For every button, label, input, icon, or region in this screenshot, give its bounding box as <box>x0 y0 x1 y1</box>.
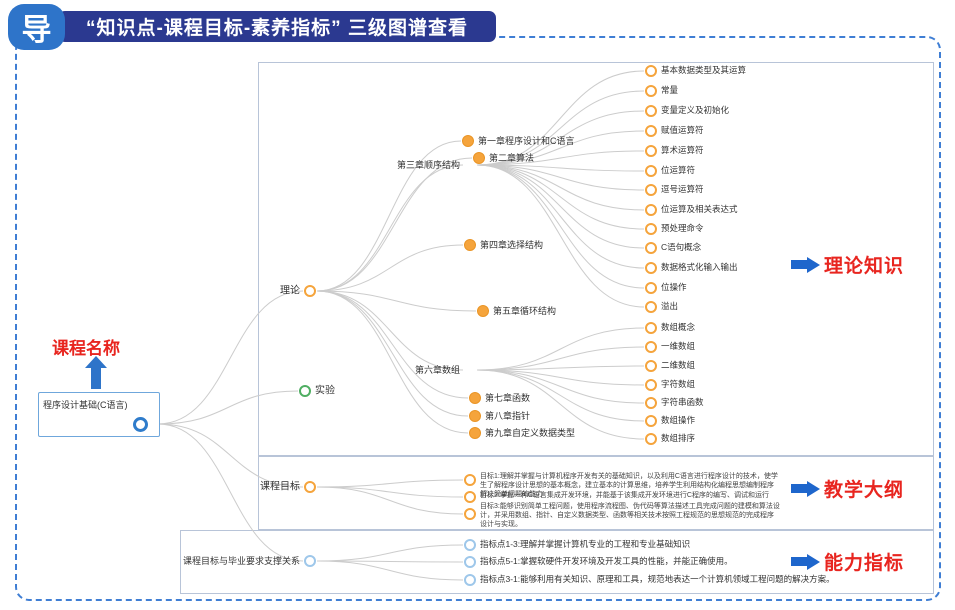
node-dot-g1[interactable] <box>464 474 476 486</box>
root-node[interactable]: 程序设计基础(C语言) <box>38 392 160 437</box>
node-dot-ch9[interactable] <box>469 427 481 439</box>
node-dot-l13[interactable] <box>645 301 657 313</box>
up-arrow-shaft <box>91 367 101 389</box>
root-node-dot[interactable] <box>133 417 148 432</box>
node-dot-support[interactable] <box>304 555 316 567</box>
guide-badge-label: 导 <box>21 14 52 47</box>
node-dot-l4[interactable] <box>645 125 657 137</box>
node-label-ch2[interactable]: 第二章算法 <box>489 152 535 163</box>
node-label-l19[interactable]: 数组操作 <box>661 415 696 426</box>
node-dot-goals[interactable] <box>304 481 316 493</box>
node-dot-g2[interactable] <box>464 491 476 503</box>
knowledge-group-box <box>258 62 934 456</box>
node-label-theory[interactable]: 理论 <box>280 285 300 297</box>
node-label-i1[interactable]: 指标点1-3:理解并掌握计算机专业的工程和专业基础知识 <box>480 539 691 550</box>
node-dot-l10[interactable] <box>645 242 657 254</box>
right-arrow-icon <box>791 256 820 273</box>
node-label-ch6[interactable]: 第六章数组 <box>414 364 460 375</box>
node-dot-i1[interactable] <box>464 539 476 551</box>
node-dot-l20[interactable] <box>645 433 657 445</box>
node-dot-l8[interactable] <box>645 204 657 216</box>
node-label-g1[interactable]: 目标1:理解并掌握与计算机程序开发有关的基础知识，以及利用C语言进行程序设计的技… <box>480 473 778 499</box>
page-title-text: “知识点-课程目标-素养指标” 三级图谱查看 <box>86 18 468 39</box>
node-label-ch8[interactable]: 第八章指针 <box>485 410 531 421</box>
node-label-l6[interactable]: 位运算符 <box>661 165 696 176</box>
node-label-ch9[interactable]: 第九章自定义数据类型 <box>485 427 576 438</box>
annotation-label: 能力指标 <box>824 553 905 574</box>
node-label-l11[interactable]: 数据格式化输入输出 <box>661 262 738 273</box>
node-label-ch4[interactable]: 第四章选择结构 <box>480 239 544 250</box>
up-arrow-head <box>85 356 107 368</box>
node-label-ch5[interactable]: 第五章循环结构 <box>493 305 557 316</box>
node-label-l1[interactable]: 基本数据类型及其运算 <box>661 65 747 76</box>
node-dot-ch7[interactable] <box>469 392 481 404</box>
node-label-l4[interactable]: 赋值运算符 <box>661 125 704 136</box>
node-dot-l11[interactable] <box>645 262 657 274</box>
node-label-l20[interactable]: 数组排序 <box>661 433 696 444</box>
node-dot-ch2[interactable] <box>473 152 485 164</box>
node-label-i3[interactable]: 指标点3-1:能够利用有关知识、原理和工具，规范地表达一个计算机领域工程问题的解… <box>480 574 835 585</box>
node-label-l8[interactable]: 位运算及相关表达式 <box>661 204 738 215</box>
right-arrow-icon <box>791 553 820 570</box>
node-dot-g3[interactable] <box>464 508 476 520</box>
node-dot-l12[interactable] <box>645 282 657 294</box>
node-dot-l9[interactable] <box>645 223 657 235</box>
node-dot-l1[interactable] <box>645 65 657 77</box>
node-dot-ch1[interactable] <box>462 135 474 147</box>
right-arrow-icon <box>791 480 820 497</box>
support-relation-group-box <box>180 530 934 594</box>
guide-badge: 导 <box>8 4 65 50</box>
page-title: “知识点-课程目标-素养指标” 三级图谱查看 <box>58 11 496 42</box>
node-dot-l5[interactable] <box>645 145 657 157</box>
node-label-l14[interactable]: 数组概念 <box>661 322 696 333</box>
node-dot-i3[interactable] <box>464 574 476 586</box>
node-dot-l14[interactable] <box>645 322 657 334</box>
node-label-l3[interactable]: 变量定义及初始化 <box>661 105 730 116</box>
annotation-label: 教学大纲 <box>824 480 905 501</box>
node-dot-l7[interactable] <box>645 184 657 196</box>
node-label-g2[interactable]: 目标2:掌握一种C语言集成开发环境，并能基于该集成开发环境进行C程序的编写、调试… <box>480 492 769 499</box>
up-arrow-icon <box>85 356 107 389</box>
node-dot-theory[interactable] <box>304 285 316 297</box>
node-label-ch3[interactable]: 第三章顺序结构 <box>396 159 460 170</box>
annotation-ability-indicators: 能力指标 <box>791 548 904 575</box>
annotation-label: 理论知识 <box>824 256 905 277</box>
node-dot-l15[interactable] <box>645 341 657 353</box>
node-dot-l17[interactable] <box>645 379 657 391</box>
course-name-label: 课程名称 <box>52 339 120 358</box>
node-dot-ch5[interactable] <box>477 305 489 317</box>
node-label-goals[interactable]: 课程目标 <box>260 481 300 493</box>
node-label-l9[interactable]: 预处理命令 <box>661 223 704 234</box>
node-label-g3[interactable]: 目标3:能够识别简单工程问题，使用程序流程图、伪代码等算法描述工具完成问题的建模… <box>480 503 780 529</box>
node-dot-i2[interactable] <box>464 556 476 568</box>
node-label-l2[interactable]: 常量 <box>661 85 679 96</box>
node-label-l16[interactable]: 二维数组 <box>661 360 696 371</box>
node-dot-l16[interactable] <box>645 360 657 372</box>
node-label-exp[interactable]: 实验 <box>315 385 335 397</box>
node-label-support[interactable]: 课程目标与毕业要求支撑关系 <box>182 555 300 566</box>
node-dot-l19[interactable] <box>645 415 657 427</box>
node-label-ch1[interactable]: 第一章程序设计和C语言 <box>478 135 575 146</box>
node-dot-l18[interactable] <box>645 397 657 409</box>
node-label-ch7[interactable]: 第七章函数 <box>485 392 531 403</box>
node-dot-ch4[interactable] <box>464 239 476 251</box>
root-node-label: 程序设计基础(C语言) <box>43 400 128 410</box>
node-dot-l6[interactable] <box>645 165 657 177</box>
node-dot-l2[interactable] <box>645 85 657 97</box>
node-label-l17[interactable]: 字符数组 <box>661 379 696 390</box>
node-label-l10[interactable]: C语句概念 <box>661 242 702 253</box>
node-label-l18[interactable]: 字符串函数 <box>661 397 704 408</box>
node-label-l13[interactable]: 溢出 <box>661 301 679 312</box>
node-dot-exp[interactable] <box>299 385 311 397</box>
node-label-i2[interactable]: 指标点5-1:掌握软硬件开发环境及开发工具的性能，并能正确使用。 <box>480 556 733 567</box>
node-dot-l3[interactable] <box>645 105 657 117</box>
node-label-l7[interactable]: 逗号运算符 <box>661 184 704 195</box>
node-label-l5[interactable]: 算术运算符 <box>661 145 704 156</box>
node-label-l15[interactable]: 一维数组 <box>661 341 696 352</box>
node-label-l12[interactable]: 位操作 <box>661 282 687 293</box>
node-dot-ch8[interactable] <box>469 410 481 422</box>
annotation-teaching-syllabus: 教学大纲 <box>791 475 904 502</box>
annotation-theory-knowledge: 理论知识 <box>791 251 904 278</box>
